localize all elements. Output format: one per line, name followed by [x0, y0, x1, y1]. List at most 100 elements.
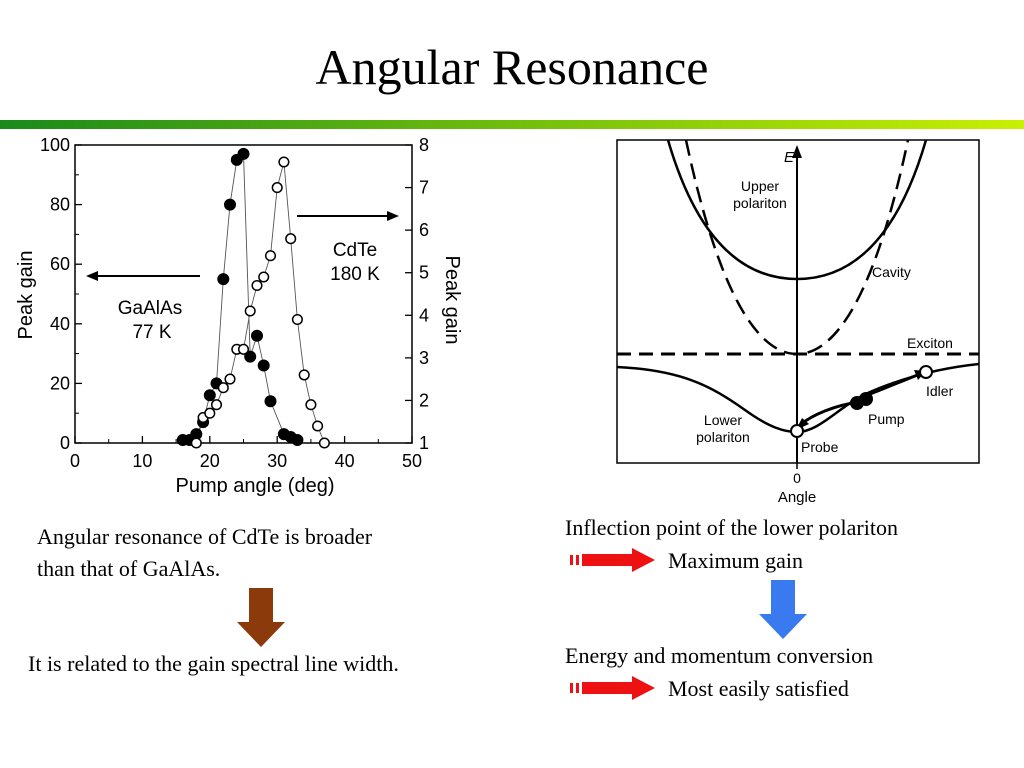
gaalas-point [197, 416, 210, 429]
cdte-point [204, 407, 216, 419]
gaalas-temp-label: 77 K [132, 322, 171, 343]
cdte-temp-label: 180 K [330, 264, 380, 285]
gaalas-point [291, 434, 304, 446]
brown-down-arrow [237, 588, 285, 647]
energy-axis-arrow [792, 145, 802, 158]
y-axis-label-left: Peak gain [15, 251, 37, 340]
cdte-point [285, 233, 297, 245]
cdte-label: CdTe [333, 240, 377, 261]
y-left-tick-label: 100 [40, 135, 70, 155]
idler-label: Idler [926, 383, 954, 399]
gaalas-point [244, 350, 257, 363]
series-line [182, 152, 298, 441]
blue-down-arrow [759, 580, 807, 639]
y-right-tick-label: 2 [419, 390, 429, 410]
cdte-point [244, 305, 256, 317]
gaalas-point [284, 431, 297, 443]
idler-point [919, 365, 933, 379]
diagram-frame [616, 139, 980, 464]
lower-polariton-curve [616, 362, 980, 434]
x-tick-label: 30 [267, 451, 287, 471]
y-right-tick-label: 5 [419, 263, 429, 283]
gaalas-point [183, 434, 196, 446]
cdte-point [237, 343, 250, 355]
gaalas-point [176, 434, 189, 446]
cdte-point [312, 420, 324, 432]
cdte-point [231, 343, 243, 355]
x-tick-label: 10 [132, 451, 152, 471]
gaalas-label: GaAlAs [118, 298, 182, 319]
pump-label: Pump [868, 411, 905, 427]
gaalas-point [251, 329, 263, 342]
x-tick-label: 20 [200, 451, 220, 471]
plot-frame [74, 144, 413, 444]
idler-conversion-arrow [859, 372, 921, 400]
y-left-tick-label: 20 [50, 373, 70, 393]
gaalas-point [264, 395, 277, 408]
cdte-arrow [297, 211, 399, 221]
page-title: Angular Resonance [315, 39, 709, 95]
gaalas-point [230, 153, 243, 166]
lower-polariton-label-1: Lower [704, 412, 742, 428]
upper-polariton-label-2: polariton [733, 195, 787, 211]
cdte-point [318, 437, 330, 449]
red-right-arrow-1 [570, 548, 655, 572]
y-right-tick-label: 4 [419, 305, 429, 325]
observation-text-line-1: Angular resonance of CdTe is broader [37, 524, 373, 549]
cdte-point [217, 382, 229, 394]
red-right-arrow-2 [570, 676, 655, 700]
x-axis-label: Pump angle (deg) [176, 475, 335, 497]
cdte-point [224, 373, 236, 385]
cdte-point [251, 279, 263, 292]
easily-satisfied-text: Most easily satisfied [668, 676, 849, 701]
upper-polariton-label-1: Upper [741, 178, 779, 194]
gaalas-arrow [86, 271, 200, 281]
y-left-tick-label: 0 [60, 433, 70, 453]
gaalas-point [217, 273, 230, 286]
energy-axis-label: E [784, 149, 795, 166]
cdte-point [258, 271, 270, 283]
cdte-point [278, 156, 290, 168]
cdte-point [271, 182, 283, 194]
x-tick-label: 40 [335, 451, 355, 471]
probe-label: Probe [801, 439, 839, 455]
cdte-point [190, 437, 202, 449]
cdte-point [291, 313, 303, 326]
pump-dot-2 [859, 392, 873, 406]
angle-zero-tick: 0 [793, 470, 801, 486]
cavity-label: Cavity [872, 264, 911, 280]
y-right-tick-label: 3 [419, 348, 429, 368]
gaalas-point [277, 428, 290, 441]
series-line [195, 161, 325, 444]
y-right-tick-label: 6 [419, 220, 429, 240]
gaalas-point [224, 198, 236, 211]
maximum-gain-text: Maximum gain [668, 548, 804, 573]
conversion-text: Energy and momentum conversion [565, 643, 874, 668]
upper-polariton-curve [666, 139, 928, 281]
pump-dot-1 [850, 396, 864, 410]
y-axis-label-right: Peak gain [441, 256, 463, 345]
y-right-tick-label: 8 [419, 135, 429, 155]
y-right-tick-label: 7 [419, 178, 429, 198]
y-left-tick-label: 80 [50, 195, 70, 215]
angle-axis-label: Angle [778, 489, 816, 506]
x-tick-label: 50 [402, 451, 422, 471]
conclusion-text: It is related to the gain spectral line … [28, 651, 399, 676]
gaalas-point [237, 147, 250, 160]
polariton-dispersion-diagram: E 0 Angle Upper polariton Cavity Exciton… [616, 139, 980, 506]
observation-text-line-2: than that of GaAlAs. [37, 556, 221, 581]
x-tick-label: 0 [70, 451, 80, 471]
probe-point [790, 424, 804, 438]
inflection-text: Inflection point of the lower polariton [565, 515, 898, 540]
lower-polariton-label-2: polariton [696, 429, 750, 445]
y-left-tick-label: 40 [50, 314, 70, 334]
gaalas-point [203, 389, 216, 402]
exciton-label: Exciton [907, 335, 953, 351]
y-left-tick-label: 60 [50, 254, 70, 274]
cdte-point [305, 399, 317, 411]
gaalas-point [257, 359, 270, 372]
title-divider [0, 120, 1024, 129]
probe-conversion-arrow [799, 400, 861, 427]
y-right-tick-label: 1 [419, 433, 429, 453]
cavity-curve [684, 139, 910, 356]
